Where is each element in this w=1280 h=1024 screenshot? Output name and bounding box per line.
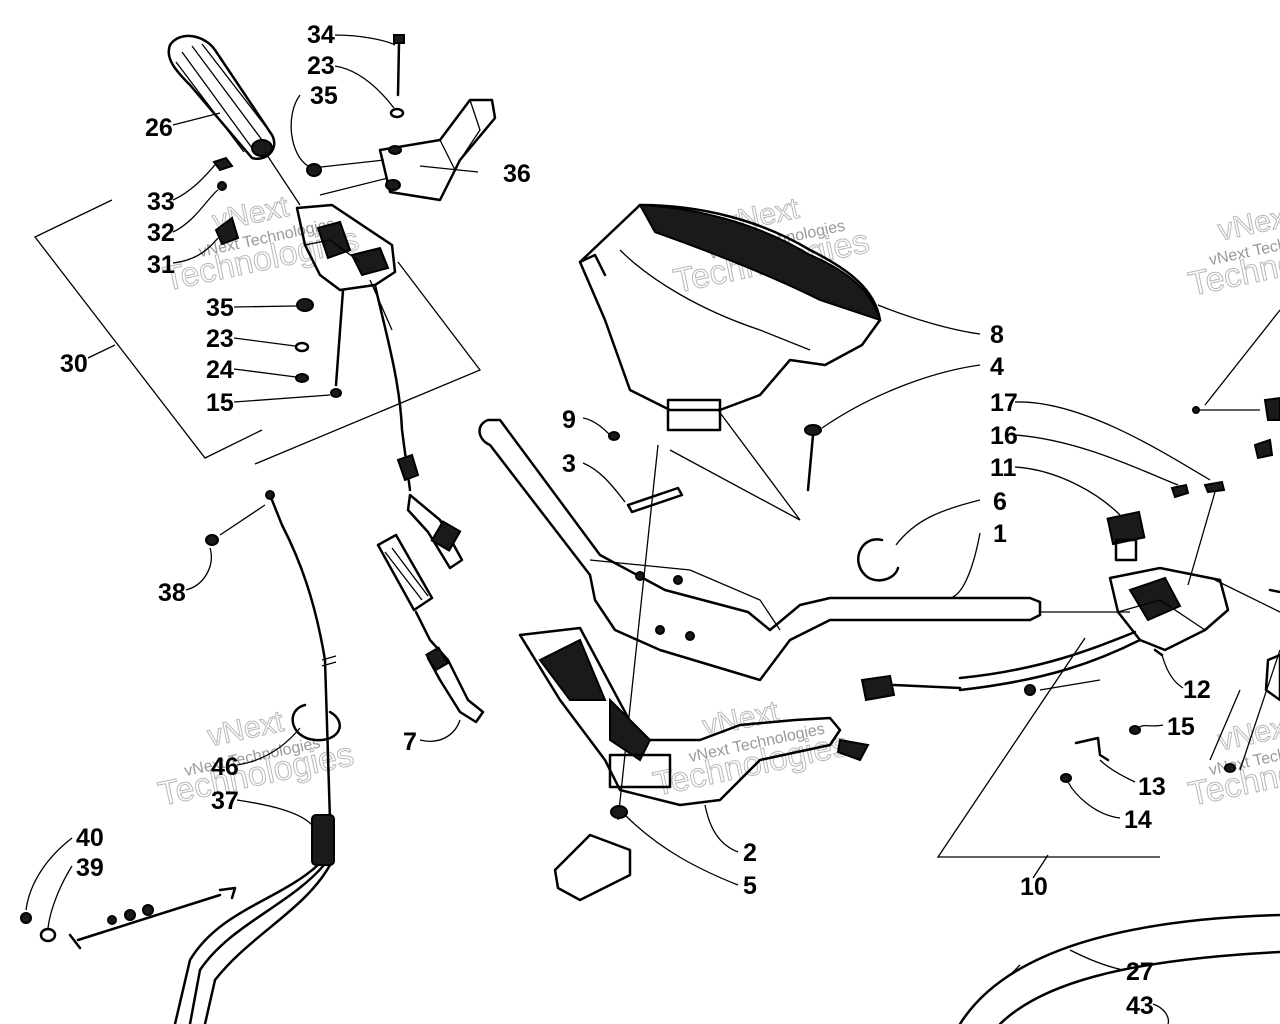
- part-right-edge: [1192, 309, 1280, 773]
- part-clip-46: [291, 703, 341, 742]
- part-washer-23-lower: [294, 341, 310, 353]
- part-clip-13: [1074, 736, 1110, 762]
- callout-30: 30: [60, 350, 88, 378]
- part-screw-15-left: [330, 288, 345, 398]
- callout-33: 33: [147, 188, 175, 216]
- callout-40: 40: [76, 824, 104, 852]
- part-33: [212, 156, 234, 172]
- part-screw-9: [608, 431, 620, 441]
- callout-23-lower: 23: [206, 325, 234, 353]
- callout-14: 14: [1124, 806, 1152, 834]
- watermark-lower-center: vNext vNext Technologies Technologies: [650, 694, 853, 804]
- callout-35-top: 35: [310, 82, 338, 110]
- watermark-lower-right: vNext vNext Technologies Technologies: [1185, 709, 1280, 815]
- callout-4: 4: [990, 353, 1004, 381]
- callout-16: 16: [990, 422, 1018, 450]
- callout-labels: 34 23 35 26 36 33 32 31 35 23 24 15 30 3…: [60, 21, 1211, 1020]
- part-screw-15-right: [1129, 725, 1141, 735]
- callout-2: 2: [743, 839, 757, 867]
- callout-32: 32: [147, 219, 175, 247]
- callout-7: 7: [403, 728, 417, 756]
- part-wire-12: [860, 630, 1142, 702]
- callout-46: 46: [211, 753, 239, 781]
- callout-8: 8: [990, 321, 1004, 349]
- callout-27: 27: [1126, 958, 1154, 986]
- callout-34: 34: [307, 21, 335, 49]
- callout-3: 3: [562, 450, 576, 478]
- part-bracket-36: [311, 98, 497, 202]
- part-clip-6: [857, 538, 900, 582]
- part-nut-5: [610, 805, 628, 819]
- callout-17: 17: [990, 389, 1018, 417]
- part-32: [217, 181, 227, 191]
- callout-9: 9: [562, 406, 576, 434]
- callout-15-left: 15: [206, 389, 234, 417]
- callout-36: 36: [503, 160, 531, 188]
- part-throttle-wire: [373, 283, 464, 570]
- leader-lines: [25, 34, 1211, 1024]
- group-bracket-30: [33, 199, 482, 465]
- callout-13: 13: [1138, 773, 1166, 801]
- part-switch-housing-10: [1106, 480, 1230, 657]
- callout-15-right: 15: [1167, 713, 1195, 741]
- callout-10: 10: [1020, 873, 1048, 901]
- callout-1: 1: [993, 520, 1007, 548]
- part-cable-27: [958, 913, 1280, 1024]
- callout-24: 24: [206, 356, 234, 384]
- watermark-right: vNext vNext Technologies Technologies: [1185, 199, 1280, 305]
- callout-6: 6: [993, 488, 1007, 516]
- watermark-group: vNext vNext Technologies Technologies vN…: [155, 189, 1280, 815]
- part-plate-3: [626, 486, 684, 514]
- callout-5: 5: [743, 872, 757, 900]
- callout-31: 31: [147, 251, 175, 279]
- part-31: [214, 216, 240, 246]
- callout-11: 11: [990, 454, 1017, 482]
- part-grip-26: [167, 34, 301, 206]
- callout-38: 38: [158, 579, 186, 607]
- part-console-8: [578, 203, 882, 432]
- callout-37: 37: [211, 787, 239, 815]
- part-tag-7: [376, 533, 485, 724]
- callout-26: 26: [145, 114, 173, 142]
- callout-39: 39: [76, 854, 104, 882]
- mounting-guide-lines: [617, 409, 1130, 821]
- part-lower-bracket-2: [518, 626, 870, 807]
- part-nut-35-lower: [296, 298, 314, 312]
- callout-43: 43: [1126, 992, 1154, 1020]
- part-screw-14: [1060, 773, 1072, 783]
- part-bolt-4: [804, 424, 822, 492]
- callout-23-top: 23: [307, 52, 335, 80]
- part-handlebar-1: [478, 418, 1042, 682]
- part-38: [205, 534, 219, 546]
- part-cable-37: [173, 490, 337, 1024]
- part-bolt-34: [393, 34, 405, 97]
- callout-12: 12: [1183, 676, 1211, 704]
- part-cable-end-39-40: [20, 886, 237, 950]
- group-bracket-10: [936, 579, 1280, 858]
- callout-35-lower: 35: [206, 294, 234, 322]
- part-lower-clip: [553, 833, 632, 902]
- part-nut-24: [295, 373, 309, 383]
- part-washer-23-top: [389, 107, 405, 119]
- part-nut-35-top: [306, 163, 322, 177]
- part-throttle-housing-30: [295, 203, 397, 331]
